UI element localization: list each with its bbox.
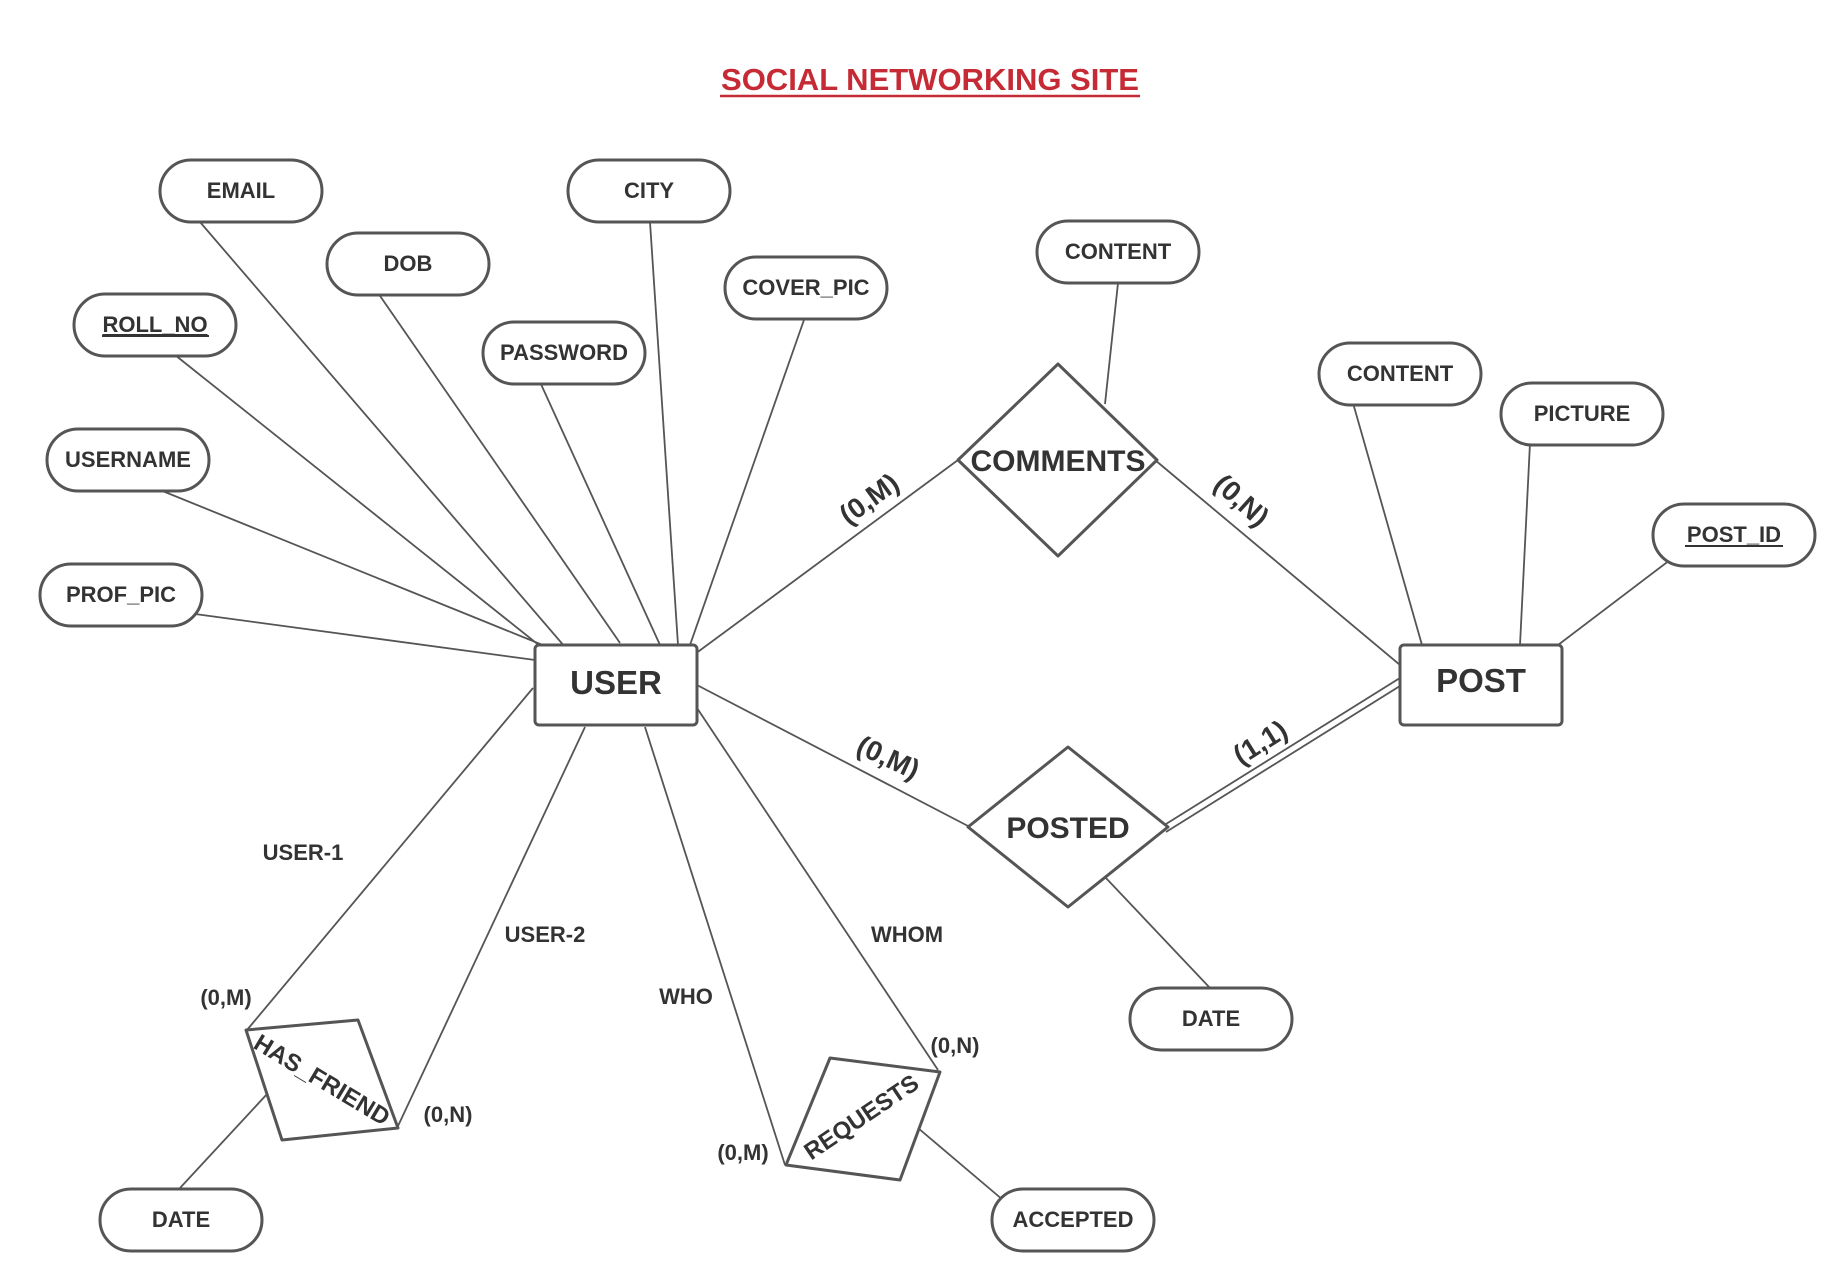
attribute-prof-pic: PROF_PIC (38, 562, 204, 628)
attribute-cover-pic-label: COVER_PIC (742, 275, 869, 300)
edge-post-picture (1519, 442, 1531, 646)
cardinality-whom-requests: (0,N) (931, 1033, 980, 1058)
attribute-accepted: ACCEPTED (990, 1187, 1156, 1253)
role-who: WHO (659, 984, 713, 1009)
relationship-posted: POSTED (966, 745, 1170, 909)
attribute-city-label: CITY (624, 178, 674, 203)
edge-posted-post-b (1165, 685, 1401, 833)
attribute-comment-content-label: CONTENT (1065, 239, 1172, 264)
attribute-post-id-label: POST_ID (1687, 522, 1781, 547)
edge-post-content (1352, 402, 1423, 646)
attribute-posted-date: DATE (1128, 986, 1294, 1052)
cardinality-user1-hasfriend: (0,M) (200, 985, 251, 1010)
attribute-roll-no-label: ROLL_NO (102, 312, 207, 337)
edge-city-user (649, 221, 679, 646)
attribute-accepted-label: ACCEPTED (1012, 1207, 1133, 1232)
attribute-email: EMAIL (158, 158, 324, 224)
edge-who-requests (644, 726, 786, 1166)
edge-posted-date (1104, 876, 1211, 989)
relationship-comments-label: COMMENTS (971, 445, 1146, 478)
role-user2: USER-2 (505, 922, 586, 947)
edge-username-user (159, 489, 556, 651)
role-user1: USER-1 (263, 840, 344, 865)
attribute-username: USERNAME (45, 427, 211, 493)
relationship-requests: REQUESTS (784, 1056, 942, 1182)
entity-user: USER (533, 643, 699, 727)
cardinality-who-requests: (0,M) (717, 1140, 768, 1165)
entity-post-label: POST (1436, 662, 1526, 699)
edge-user-comments (694, 459, 959, 655)
edge-coverpic-user (689, 316, 806, 646)
attribute-username-label: USERNAME (65, 447, 191, 472)
diagram-title: SOCIAL NETWORKING SITE (721, 62, 1139, 97)
attribute-dob: DOB (325, 231, 491, 297)
attribute-post-content: CONTENT (1317, 341, 1483, 407)
edge-whom-requests (694, 704, 939, 1071)
attribute-friend-date: DATE (98, 1187, 264, 1253)
attribute-prof-pic-label: PROF_PIC (66, 582, 176, 607)
attribute-roll-no: ROLL_NO (72, 292, 238, 358)
edge-requests-accepted (917, 1127, 1004, 1201)
attribute-picture-label: PICTURE (1534, 401, 1631, 426)
edge-rollno-user (174, 354, 546, 651)
attribute-dob-label: DOB (384, 251, 433, 276)
edge-email-user (199, 221, 566, 648)
cardinality-posted-post: (1,1) (1228, 714, 1293, 771)
edge-posted-post-a (1165, 677, 1401, 825)
edge-post-postid (1557, 559, 1671, 646)
attribute-post-id: POST_ID (1651, 502, 1817, 568)
attribute-city: CITY (566, 158, 732, 224)
attribute-password-label: PASSWORD (500, 340, 628, 365)
cardinality-user-posted: (0,M) (852, 730, 924, 786)
attribute-post-content-label: CONTENT (1347, 361, 1454, 386)
role-whom: WHOM (871, 922, 943, 947)
edge-comments-post (1154, 459, 1401, 666)
cardinality-user2-hasfriend: (0,N) (424, 1102, 473, 1127)
edge-user2-hasfriend (397, 726, 586, 1127)
edge-password-user (539, 381, 661, 646)
relationship-has-friend: HAS_FRIEND (244, 1018, 400, 1142)
attribute-picture: PICTURE (1499, 381, 1665, 447)
attribute-password: PASSWORD (481, 320, 647, 386)
attribute-friend-date-label: DATE (152, 1207, 210, 1232)
entity-user-label: USER (570, 664, 662, 701)
attribute-email-label: EMAIL (207, 178, 275, 203)
edge-user1-hasfriend (246, 687, 534, 1031)
edge-hasfriend-date (179, 1092, 269, 1189)
edge-user-posted (694, 683, 969, 827)
cardinality-user-comments: (0,M) (834, 467, 905, 530)
edge-profpic-user (194, 613, 536, 661)
attribute-comment-content: CONTENT (1035, 219, 1201, 285)
relationship-posted-label: POSTED (1006, 812, 1129, 845)
cardinality-comments-post: (0,N) (1208, 468, 1275, 533)
edges (159, 221, 1671, 1201)
edge-dob-user (377, 292, 621, 644)
edge-comments-content (1104, 282, 1119, 405)
relationship-comments: COMMENTS (956, 362, 1159, 558)
entity-post: POST (1398, 643, 1564, 727)
attribute-cover-pic: COVER_PIC (723, 255, 889, 321)
attribute-posted-date-label: DATE (1182, 1006, 1240, 1031)
